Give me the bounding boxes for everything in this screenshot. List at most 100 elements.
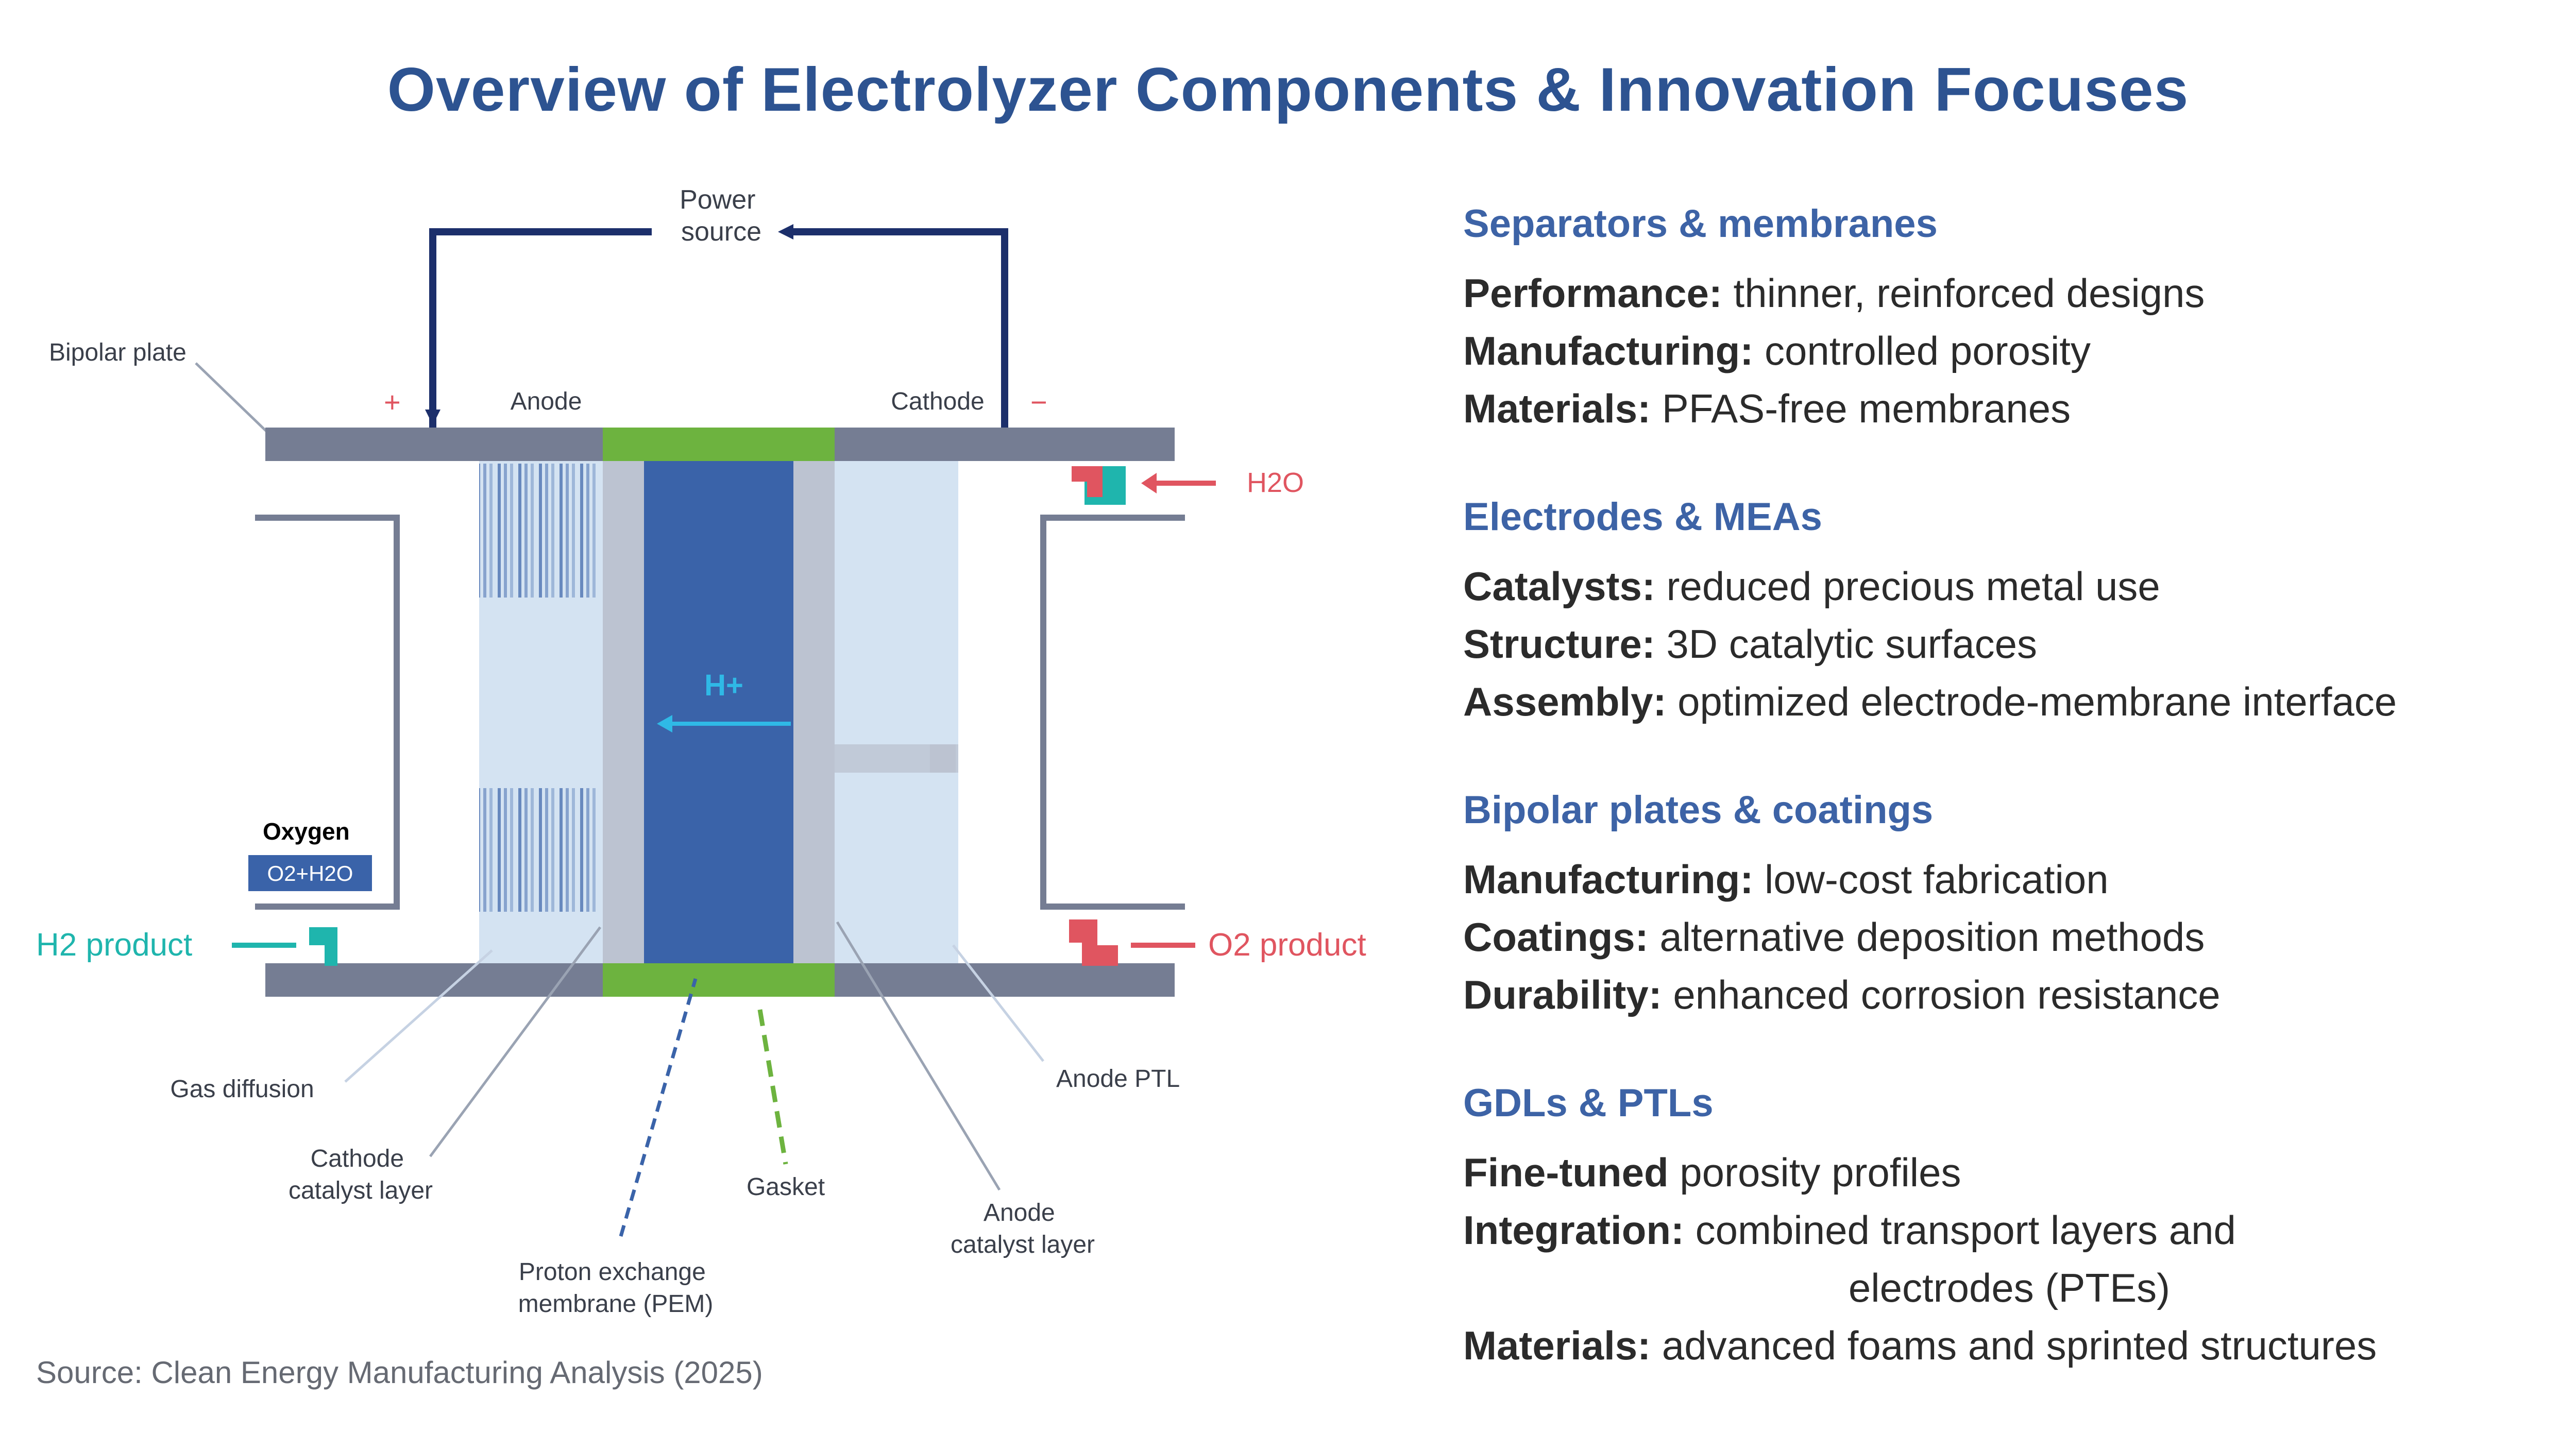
h2o-arrowhead (1141, 473, 1157, 493)
section-line: Coatings: alternative deposition methods (1463, 908, 2555, 966)
power-arrow-left (778, 224, 793, 240)
line-text: enhanced corrosion resistance (1662, 972, 2221, 1017)
section-line: Materials: PFAS-free membranes (1463, 380, 2555, 437)
anode-label: Anode (511, 388, 582, 415)
power-source-line2: source (681, 217, 761, 247)
gasket-top (603, 428, 835, 461)
section-heading: Electrodes & MEAs (1463, 495, 1822, 539)
line-bold: Manufacturing: (1463, 857, 1754, 902)
cathode-catalyst-layer-label: Cathode catalyst layer (289, 1145, 433, 1204)
line-text: PFAS-free membranes (1651, 386, 2071, 431)
gasket-label: Gasket (747, 1173, 825, 1201)
gas-diffusion-leader (344, 949, 493, 1083)
cathode-catalyst-layer-line1: Cathode (311, 1145, 404, 1172)
power-wire-right (791, 228, 1008, 428)
pem-label: Proton exchange membrane (PEM) (518, 1258, 714, 1318)
anode-catalyst-layer-label: Anode catalyst layer (951, 1199, 1095, 1258)
cathode-catalyst-layer (793, 461, 835, 963)
gasket-leader (757, 1009, 788, 1165)
gas-diffusion-label: Gas diffusion (170, 1076, 314, 1103)
section-heading: GDLs & PTLs (1463, 1081, 1714, 1125)
line-bold: Materials: (1463, 1323, 1651, 1368)
gasket-bottom (603, 963, 835, 997)
section-line: Assembly: optimized electrode-membrane i… (1463, 673, 2555, 730)
section-heading: Bipolar plates & coatings (1463, 788, 1934, 832)
line-bold: Manufacturing: (1463, 328, 1754, 373)
page-title: Overview of Electrolyzer Components & In… (387, 55, 2189, 124)
cathode-catalyst-layer-line2: catalyst layer (289, 1177, 433, 1204)
line-text: combined transport layers and (1684, 1207, 2236, 1253)
pem-leader (619, 978, 698, 1237)
line-bold: Performance: (1463, 270, 1722, 316)
cathode-catalyst-leader (429, 926, 602, 1157)
line-bold: Materials: (1463, 386, 1651, 431)
line-bold: Catalysts: (1463, 564, 1655, 609)
anode-catalyst-layer-line1: Anode (984, 1199, 1055, 1226)
gas-diffusion-band-tail (930, 744, 956, 773)
electrolyzer-diagram: Power source Bipolar plate + Anode Catho… (36, 185, 1366, 1318)
h2-outlet-shape (309, 927, 337, 966)
h2o-label: H2O (1247, 467, 1304, 498)
section-bipolar: Bipolar plates & coatings Manufacturing:… (1463, 785, 2555, 1024)
right-flow-channel (1040, 515, 1185, 910)
section-heading: Separators & membranes (1463, 202, 1938, 246)
section-line: Durability: enhanced corrosion resistanc… (1463, 966, 2555, 1024)
line-text: 3D catalytic surfaces (1655, 621, 2037, 667)
proton-label: H+ (704, 669, 743, 702)
section-separators: Separators & membranes Performance: thin… (1463, 198, 2555, 437)
source-note: Source: Clean Energy Manufacturing Analy… (36, 1355, 763, 1390)
section-electrodes: Electrodes & MEAs Catalysts: reduced pre… (1463, 491, 2555, 730)
power-wire-left (429, 228, 652, 428)
innovation-panel: Separators & membranes Performance: thin… (1463, 198, 2555, 1428)
anode-coil-top (479, 464, 598, 598)
anode-catalyst-leader (836, 921, 1001, 1191)
line-text: optimized electrode-membrane interface (1666, 679, 2397, 724)
line-text: advanced foams and sprinted structures (1651, 1323, 2377, 1368)
oxygen-label: Oxygen (263, 818, 350, 845)
section-line: Performance: thinner, reinforced designs (1463, 264, 2555, 322)
line-text: thinner, reinforced designs (1722, 270, 2205, 316)
h2o-inlet-red (1072, 466, 1103, 497)
power-source-label: Power source (680, 185, 763, 247)
gas-diffusion-layer (835, 461, 958, 963)
section-line: Manufacturing: controlled porosity (1463, 322, 2555, 380)
line-text: alternative deposition methods (1648, 914, 2205, 960)
proton-arrowhead (657, 715, 672, 732)
anode-catalyst-layer (603, 461, 644, 963)
line-text: reduced precious metal use (1655, 564, 2160, 609)
proton-exchange-membrane (644, 461, 793, 963)
bipolar-plate-leader (195, 362, 269, 434)
line-bold: Coatings: (1463, 914, 1649, 960)
anode-catalyst-layer-line2: catalyst layer (951, 1231, 1095, 1258)
anode-ptl-label: Anode PTL (1056, 1065, 1180, 1093)
bipolar-plate-label: Bipolar plate (49, 339, 187, 366)
line-text: low-cost fabrication (1753, 857, 2109, 902)
section-line: Integration: combined transport layers a… (1463, 1201, 2555, 1259)
oxygen-box (248, 855, 372, 891)
o2-outlet-shape (1069, 919, 1118, 966)
section-line: Manufacturing: low-cost fabrication (1463, 850, 2555, 908)
left-flow-channel (255, 515, 400, 910)
line-text: controlled porosity (1753, 328, 2091, 373)
power-source-line1: Power (680, 185, 755, 215)
section-line: Structure: 3D catalytic surfaces (1463, 615, 2555, 673)
line-bold: Structure: (1463, 621, 1655, 667)
line-text: porosity profiles (1668, 1150, 1961, 1195)
minus-sign: − (1030, 386, 1047, 418)
section-line: electrodes (PTEs) (1463, 1259, 2555, 1317)
h2-product-label: H2 product (36, 927, 192, 963)
power-arrow-down (425, 410, 440, 425)
o2-product-label: O2 product (1208, 927, 1366, 963)
pem-label-line1: Proton exchange (519, 1258, 706, 1286)
section-line: Catalysts: reduced precious metal use (1463, 557, 2555, 615)
line-text: electrodes (PTEs) (1848, 1265, 2171, 1310)
plus-sign: + (384, 386, 401, 418)
line-bold: Durability: (1463, 972, 1662, 1017)
line-bold: Assembly: (1463, 679, 1667, 724)
oxygen-box-text: O2+H2O (267, 861, 353, 885)
section-line: Materials: advanced foams and sprinted s… (1463, 1317, 2555, 1374)
line-bold: Fine-tuned (1463, 1150, 1669, 1195)
cathode-label: Cathode (891, 388, 984, 415)
section-line: Fine-tuned porosity profiles (1463, 1144, 2555, 1201)
anode-ptl-leader (952, 944, 1044, 1062)
